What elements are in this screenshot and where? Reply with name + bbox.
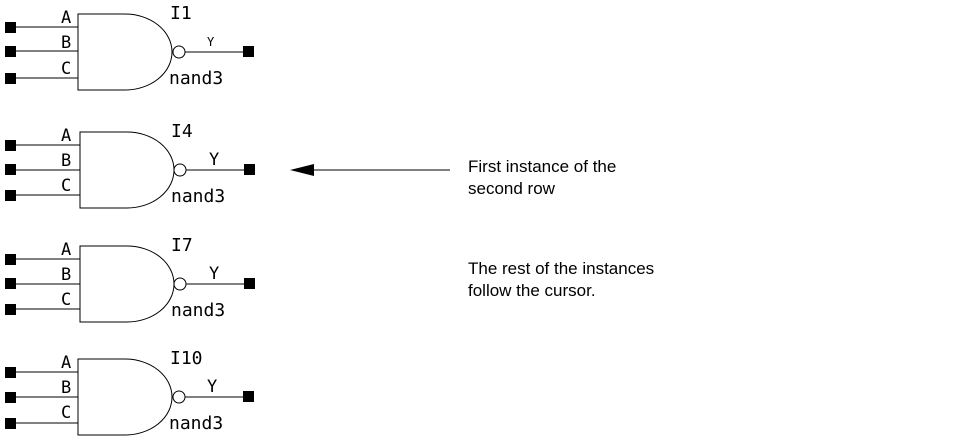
output-label-y: Y xyxy=(209,150,219,170)
input-pin-c-marker[interactable] xyxy=(5,190,16,201)
input-label-b: B xyxy=(61,265,71,285)
nand-gate-body[interactable] xyxy=(77,13,173,91)
instance-name: I10 xyxy=(170,348,203,369)
pointer-arrow xyxy=(290,164,450,176)
gate-i4[interactable]: A B C Y I4 nand3 xyxy=(5,121,255,209)
input-pin-b-marker[interactable] xyxy=(5,278,16,289)
output-label-y: Y xyxy=(209,264,219,284)
output-pin-marker[interactable] xyxy=(243,46,254,57)
input-pin-a-marker[interactable] xyxy=(5,140,16,151)
rest-instances-annotation: The rest of the instances follow the cur… xyxy=(468,258,654,302)
instance-name: I1 xyxy=(170,3,192,24)
input-label-b: B xyxy=(61,151,71,171)
nand-gate-body[interactable] xyxy=(77,358,173,436)
input-label-a: A xyxy=(61,126,71,146)
output-pin-marker[interactable] xyxy=(243,391,254,402)
nand-gate-body[interactable] xyxy=(79,245,175,323)
input-label-c: C xyxy=(61,59,71,79)
gate-i10[interactable]: A B C Y I10 nand3 xyxy=(5,348,254,436)
input-pin-b-marker[interactable] xyxy=(5,46,16,57)
cell-name: nand3 xyxy=(169,68,223,89)
annotation-line: First instance of the xyxy=(468,157,617,176)
arrowhead-icon xyxy=(290,164,314,176)
input-label-a: A xyxy=(61,8,71,28)
input-label-a: A xyxy=(61,353,71,373)
nand-gate-body[interactable] xyxy=(79,131,175,209)
cell-name: nand3 xyxy=(169,413,223,434)
input-pin-b-marker[interactable] xyxy=(5,164,16,175)
instance-name: I4 xyxy=(171,121,193,142)
annotation-line: follow the cursor. xyxy=(468,281,596,300)
input-label-c: C xyxy=(61,403,71,423)
input-pin-b-marker[interactable] xyxy=(5,392,16,403)
cell-name: nand3 xyxy=(171,186,225,207)
input-pin-a-marker[interactable] xyxy=(5,254,16,265)
inverter-bubble xyxy=(173,277,187,291)
inverter-bubble xyxy=(172,390,186,404)
inverter-bubble xyxy=(172,45,186,59)
instance-name: I7 xyxy=(171,235,193,256)
annotation-line: second row xyxy=(468,179,555,198)
gate-i7[interactable]: A B C Y I7 nand3 xyxy=(5,235,255,323)
output-label-y: Y xyxy=(207,35,215,49)
input-pin-c-marker[interactable] xyxy=(5,418,16,429)
input-pin-a-marker[interactable] xyxy=(5,22,16,33)
input-label-b: B xyxy=(61,378,71,398)
cell-name: nand3 xyxy=(171,300,225,321)
input-label-a: A xyxy=(61,240,71,260)
input-pin-c-marker[interactable] xyxy=(5,304,16,315)
output-pin-marker[interactable] xyxy=(244,278,255,289)
input-pin-c-marker[interactable] xyxy=(5,73,16,84)
input-label-c: C xyxy=(61,176,71,196)
first-instance-annotation: First instance of the second row xyxy=(468,156,616,200)
input-label-c: C xyxy=(61,290,71,310)
gate-i1[interactable]: A B C Y I1 nand3 xyxy=(5,3,254,91)
input-label-b: B xyxy=(61,33,71,53)
inverter-bubble xyxy=(173,163,187,177)
input-pin-a-marker[interactable] xyxy=(5,367,16,378)
annotation-line: The rest of the instances xyxy=(468,259,655,278)
output-label-y: Y xyxy=(207,377,217,397)
output-pin-marker[interactable] xyxy=(244,164,255,175)
